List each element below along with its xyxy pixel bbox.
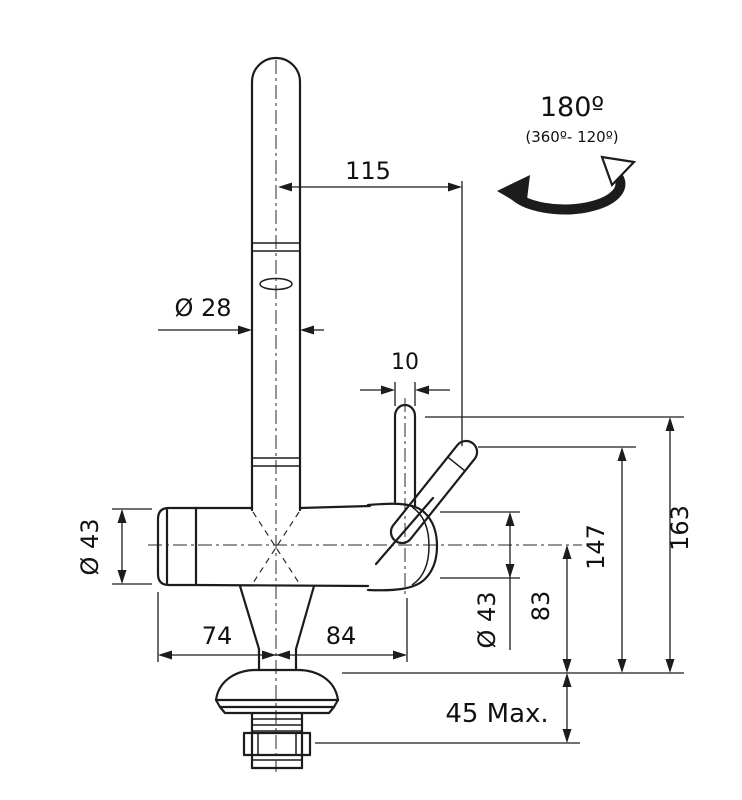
valve-body: [366, 502, 439, 592]
dim-outlet-height-label: 83: [527, 591, 555, 622]
arrowhead: [562, 673, 572, 687]
dim-deck-thickness-label: 45 Max.: [445, 699, 548, 729]
body-left-cap: [156, 506, 198, 587]
arrowhead: [381, 385, 395, 395]
arrowhead: [665, 659, 675, 673]
valve-cap-joint: [374, 496, 435, 566]
arrowhead: [393, 650, 407, 660]
lever-tilted-seam: [447, 456, 466, 472]
dim-valve-diameter: Ø 43: [440, 511, 520, 650]
dim-lever-width-label: 10: [391, 350, 419, 375]
dim-body-diameter: Ø 43: [76, 508, 152, 585]
rotation-angle-label: 180º: [540, 92, 604, 123]
dim-offsets: 74 84: [157, 592, 408, 662]
arrowhead: [238, 325, 252, 335]
arrowhead: [505, 564, 515, 578]
dim-offset-left-label: 74: [202, 622, 233, 650]
rotation-arc: [509, 170, 626, 215]
dim-deck-thickness: 45 Max.: [315, 672, 684, 744]
dim-valve-diameter-label: Ø 43: [473, 591, 501, 648]
dim-lever-height: 147: [478, 446, 636, 673]
faucet-outline: [156, 56, 479, 770]
dim-spout-diameter: Ø 28: [158, 294, 324, 335]
base-plate-1: [214, 698, 340, 709]
arrowhead: [117, 570, 127, 584]
body-top-edge: [298, 504, 372, 510]
body-bottom-edge: [194, 583, 370, 588]
arrowhead: [617, 447, 627, 461]
rotation-arrowhead-hollow: [600, 155, 637, 188]
dim-lever-height-label: 147: [582, 524, 610, 570]
arrowhead: [262, 650, 276, 660]
rotation-arrowhead-solid: [497, 175, 530, 208]
arrowhead: [300, 325, 314, 335]
arrowhead: [562, 659, 572, 673]
base-taper-edge: [294, 584, 316, 651]
arrowhead: [117, 509, 127, 523]
dim-body-diameter-label: Ø 43: [76, 518, 104, 575]
lever-upright-cap: [393, 403, 417, 418]
arrowhead: [617, 659, 627, 673]
arrowhead: [505, 512, 515, 526]
arrowhead: [562, 545, 572, 559]
lever-tilted: [389, 439, 479, 545]
rotation-annotation: 180º (360º- 120º): [497, 92, 637, 215]
base-taper-edge: [238, 584, 261, 651]
locknut: [242, 731, 312, 757]
hidden-channel-line: [252, 511, 300, 584]
valve-seam: [411, 506, 430, 586]
arrowhead: [448, 182, 462, 192]
rotation-range-label: (360º- 120º): [525, 128, 618, 146]
base-flange-dome: [214, 668, 340, 702]
arrowhead: [276, 650, 290, 660]
arrowhead: [665, 417, 675, 431]
dim-reach-label: 115: [345, 157, 391, 185]
arrowhead: [415, 385, 429, 395]
dim-offset-right-label: 84: [326, 622, 357, 650]
dim-lever-width: 10: [360, 350, 450, 406]
dim-outlet-height: 83: [527, 545, 572, 673]
rotation-arrow-icon: [497, 155, 637, 215]
dim-spout-diameter-label: Ø 28: [174, 294, 231, 322]
arrowhead: [158, 650, 172, 660]
dim-reach: 115: [278, 157, 463, 446]
arrowhead: [278, 182, 292, 192]
dim-total-height-label: 163: [666, 505, 694, 551]
arrowhead: [562, 729, 572, 743]
spout-outlet-detail: [259, 277, 293, 291]
base-plate-2: [218, 705, 336, 715]
hidden-channel-line: [252, 511, 300, 584]
dim-total-height: 163: [425, 416, 694, 673]
spout-tube: [250, 56, 302, 512]
